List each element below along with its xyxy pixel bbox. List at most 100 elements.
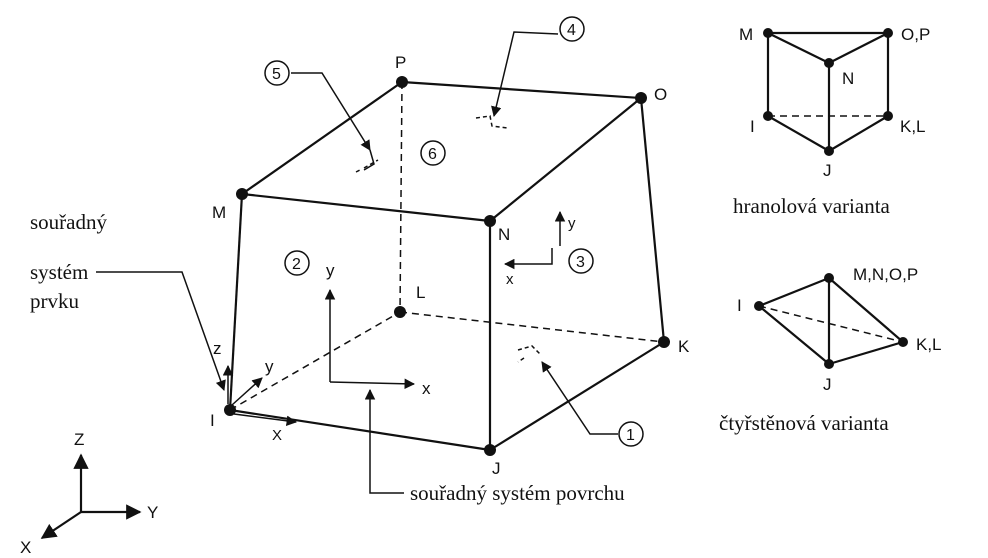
prism-node-op <box>883 28 893 38</box>
label-i: I <box>210 411 215 430</box>
element-cs-label-line2: systém <box>30 260 88 284</box>
edge-m-n <box>241 192 491 223</box>
face-1-circle <box>618 421 644 447</box>
prism-node-m <box>763 28 773 38</box>
prism-node-i <box>763 111 773 121</box>
prism-edge-m-n <box>767 32 830 64</box>
global-y-label: Y <box>147 503 158 522</box>
face-4-circle <box>559 16 585 42</box>
global-axes: Z Y X <box>20 430 158 557</box>
prism-label-n: N <box>842 69 854 88</box>
label-l: L <box>416 283 425 302</box>
edge-o-n <box>489 97 642 222</box>
face-2-circle <box>284 250 310 276</box>
tetra-node-j <box>824 359 834 369</box>
node-j <box>484 444 496 456</box>
tetra-label-mnop: M,N,O,P <box>853 265 918 284</box>
node-k <box>658 336 670 348</box>
label-m: M <box>212 203 226 222</box>
edge-m-i <box>228 193 244 411</box>
edge-p-l <box>399 81 403 313</box>
face-3-y-label: y <box>568 215 576 232</box>
prism-node-j <box>824 146 834 156</box>
tetra-node-kl <box>898 337 908 347</box>
node-p <box>396 76 408 88</box>
tetra-label-kl: K,L <box>916 335 942 354</box>
node-m <box>236 188 248 200</box>
element-cs-y-label: y <box>265 357 274 376</box>
tetra-node-mnop <box>824 273 834 283</box>
face-marker-4 <box>475 115 509 129</box>
element-cs-label-line3: prvku <box>30 289 79 313</box>
prism-node-n <box>824 58 834 68</box>
global-x-axis <box>40 511 82 539</box>
tetra-variant: I M,N,O,P K,L J čtyřstěnová varianta <box>719 265 942 435</box>
face-1-number: 1 <box>626 427 635 444</box>
face-3-x-axis <box>503 248 553 270</box>
node-i <box>224 404 236 416</box>
edge-l-k <box>399 311 665 343</box>
tetra-edge-i-mnop <box>758 276 830 308</box>
element-cs-leader <box>96 271 226 391</box>
face-5-circle <box>264 60 290 86</box>
face-marker-1 <box>517 345 541 363</box>
tetra-label-j: J <box>823 375 832 394</box>
element-cs-label-line1: souřadný <box>30 210 107 234</box>
edge-i-l <box>229 311 401 411</box>
edge-m-p <box>241 81 403 195</box>
face-6-number: 6 <box>428 146 437 163</box>
prism-label-op: O,P <box>901 25 930 44</box>
prism-label-i: I <box>750 117 755 136</box>
global-x-label: X <box>20 538 31 557</box>
edge-p-o <box>401 80 642 100</box>
surface-cs-x-axis <box>329 378 416 390</box>
surface-cs-y-label: y <box>326 261 335 280</box>
edge-i-j <box>229 408 491 452</box>
node-l <box>394 306 406 318</box>
face-3-number: 3 <box>576 254 585 271</box>
face-5-number: 5 <box>272 66 281 83</box>
element-cs-x-axis <box>233 413 298 426</box>
face-3-circle <box>568 248 594 274</box>
tetra-edge-j-kl <box>828 340 904 366</box>
face-6-circle <box>420 140 446 166</box>
label-k: K <box>678 337 690 356</box>
tetra-edge-mnop-kl <box>828 277 904 343</box>
element-cs-z-label: z <box>213 339 222 358</box>
face-2-number: 2 <box>292 256 301 273</box>
prism-label-kl: K,L <box>900 117 926 136</box>
hexahedron-element: P O M N L K I J 4 5 6 2 3 y x <box>30 16 690 505</box>
global-z-label: Z <box>74 430 84 449</box>
prism-variant: M O,P N I K,L J hranolová varianta <box>733 25 930 218</box>
label-o: O <box>654 85 667 104</box>
label-p: P <box>395 53 406 72</box>
tetra-edge-i-j <box>758 305 830 365</box>
face-marker-5 <box>363 149 375 171</box>
tetra-node-i <box>754 301 764 311</box>
prism-label-j: J <box>823 161 832 180</box>
face-3-x-label: x <box>506 271 514 288</box>
element-cs-y-axis <box>231 377 263 406</box>
tetra-edge-i-kl <box>758 305 904 343</box>
prism-node-kl <box>883 111 893 121</box>
label-n: N <box>498 225 510 244</box>
prism-edge-j-kl <box>828 115 889 152</box>
node-n <box>484 215 496 227</box>
edge-o-k <box>639 97 666 343</box>
node-o <box>635 92 647 104</box>
edge-j-k <box>489 341 665 451</box>
face-4-number: 4 <box>567 22 576 39</box>
face-1-leader <box>541 361 618 435</box>
face-5-leader <box>291 72 371 151</box>
face-marker-6 <box>355 159 379 173</box>
element-cs-x-label: X <box>272 427 282 444</box>
face-4-leader <box>491 31 559 118</box>
surface-cs-label: souřadný systém povrchu <box>410 481 625 505</box>
prism-edge-i-j <box>767 115 830 152</box>
tetra-label-i: I <box>737 296 742 315</box>
tetra-caption: čtyřstěnová varianta <box>719 411 889 435</box>
surface-cs-x-label: x <box>422 379 431 398</box>
prism-edge-n-op <box>828 32 889 64</box>
label-j: J <box>492 459 501 478</box>
